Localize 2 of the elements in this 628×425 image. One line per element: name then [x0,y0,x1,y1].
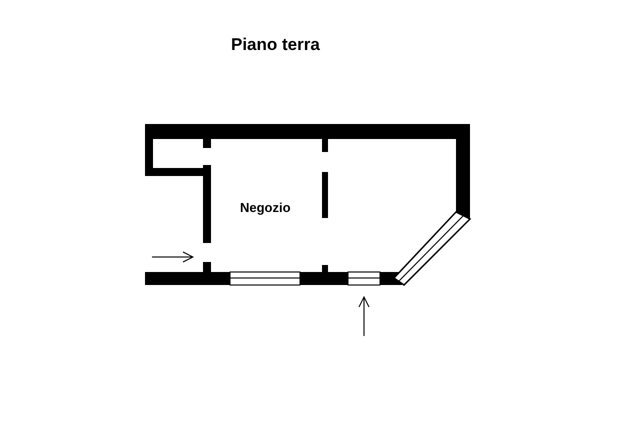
plan-title: Piano terra [231,35,320,55]
room-label: Negozio [240,200,291,215]
